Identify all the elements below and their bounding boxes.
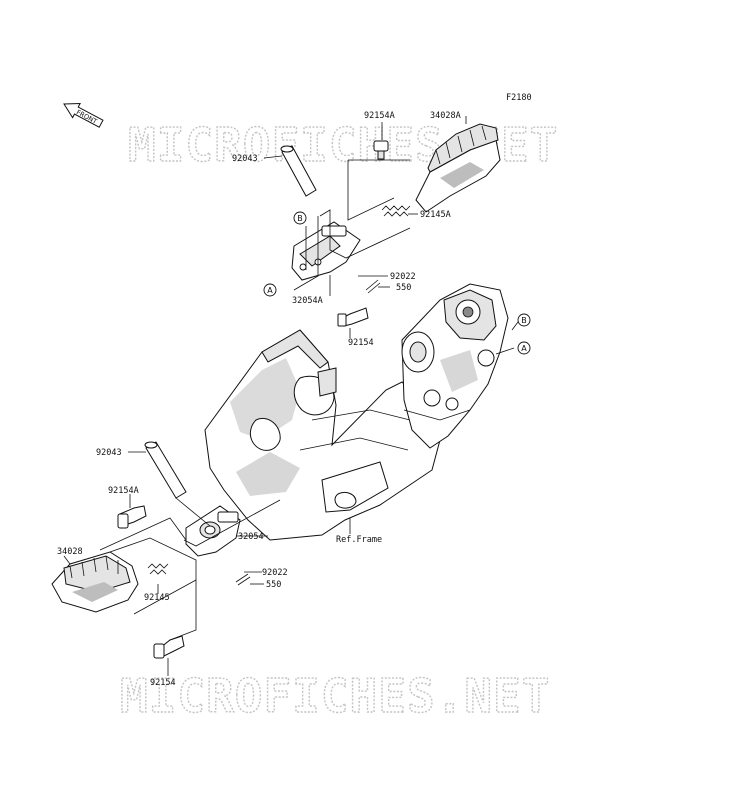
- callout-a-frame: A: [517, 341, 531, 355]
- ref-frame-label: Ref.Frame: [336, 535, 382, 545]
- callout-b-upper: B: [293, 211, 307, 225]
- part-label-34028A: 34028A: [430, 111, 461, 121]
- part-label-92022-top: 92022: [390, 272, 416, 282]
- svg-text:A: A: [267, 286, 273, 295]
- figure-code: F2180: [506, 93, 532, 103]
- part-label-92154-top: 92154: [348, 338, 374, 348]
- leader-lines: [63, 116, 519, 676]
- svg-text:B: B: [521, 316, 527, 325]
- part-label-92154A-top: 92154A: [364, 111, 395, 121]
- part-label-92043-bottom: 92043: [96, 448, 122, 458]
- part-label-34028: 34028: [57, 547, 83, 557]
- part-label-92145A: 92145A: [420, 210, 451, 220]
- part-label-92043-top: 92043: [232, 154, 258, 164]
- front-arrow-icon: FRONT: [63, 102, 104, 128]
- part-label-92154-bottom: 92154: [150, 678, 176, 688]
- front-label: FRONT: [75, 108, 98, 126]
- part-label-550-bottom: 550: [266, 580, 281, 590]
- frame-illustration: [204, 283, 509, 541]
- part-label-92022-bottom: 92022: [262, 568, 288, 578]
- svg-text:B: B: [297, 214, 303, 223]
- callout-a-upper: A: [263, 283, 277, 297]
- upper-footpeg-assembly: [280, 123, 501, 327]
- part-label-92154A-bottom: 92154A: [108, 486, 139, 496]
- part-label-32054A: 32054A: [292, 296, 323, 306]
- svg-text:A: A: [521, 344, 527, 353]
- part-label-32054: 32054: [238, 532, 264, 542]
- lower-footpeg-assembly: [51, 441, 251, 659]
- part-label-92145: 92145: [144, 593, 170, 603]
- callout-b-frame: B: [517, 313, 531, 327]
- watermark-bottom: MICROFICHES.NET: [120, 669, 550, 723]
- part-label-550-top: 550: [396, 283, 411, 293]
